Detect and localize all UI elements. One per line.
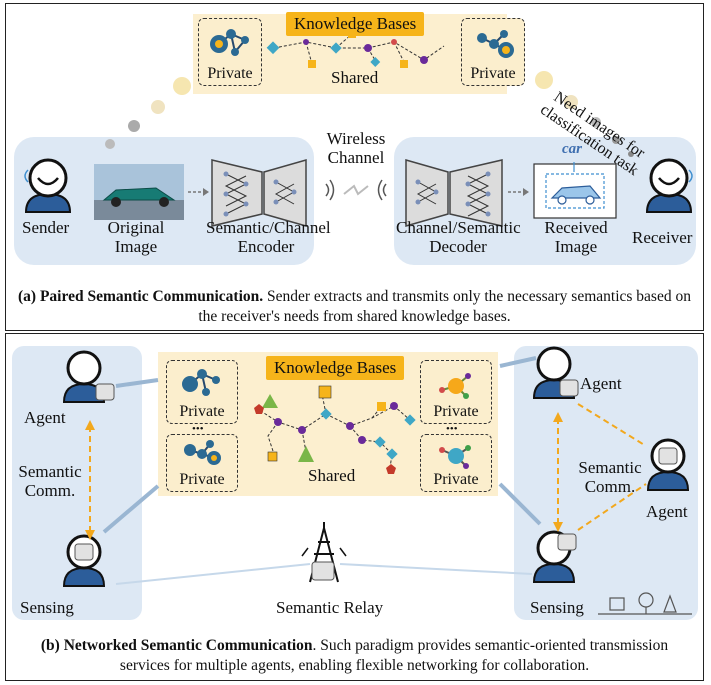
shared-graph	[255, 393, 411, 469]
agent-icon	[646, 438, 690, 491]
knowledge-flow-dots	[105, 71, 634, 157]
encoder-label: Semantic/Channel Encoder	[206, 218, 331, 256]
sensing-scene-icons	[598, 592, 692, 615]
sensing-label-right: Sensing	[530, 598, 584, 617]
network-icon	[184, 440, 221, 465]
wireless-channel-label: Wireless Channel	[326, 129, 386, 167]
receiver-label: Receiver	[632, 228, 693, 247]
semantic-comm-label-right: Semantic Comm.	[578, 458, 642, 496]
semantic-comm-arrows	[557, 403, 647, 531]
kb-link-arrows	[102, 356, 542, 534]
semantic-relay-label: Semantic Relay	[276, 598, 384, 617]
agent-icon	[532, 346, 579, 399]
semantic-comm-label-left: Semantic Comm.	[18, 462, 82, 500]
panel-a-graphics	[24, 29, 693, 227]
person-icon	[645, 158, 693, 213]
agent-label-left: Agent	[24, 408, 66, 427]
network-icon	[182, 369, 220, 396]
shared-kb-label: Shared	[331, 68, 379, 87]
private-kb-top-left: Private	[166, 360, 238, 424]
shared-graph	[273, 33, 445, 65]
caption-b: (b) Networked Semantic Communication. Su…	[40, 637, 669, 674]
detected-class-label: car	[562, 141, 582, 157]
encoder-icon	[211, 159, 307, 227]
agent-label-right-mid: Agent	[646, 502, 688, 521]
network-icon	[439, 373, 471, 399]
sensing-agent-icon	[62, 534, 106, 587]
shared-kb-label: Shared	[308, 466, 356, 485]
private-kb-bottom-left: Private	[166, 434, 238, 492]
kb-title: Knowledge Bases	[266, 356, 405, 380]
panel-b: Knowledge Bases Private Private Private …	[5, 333, 704, 681]
original-image-label: Original Image	[107, 218, 165, 256]
received-image-label: Received Image	[544, 218, 608, 256]
ellipsis-left: •••	[192, 423, 204, 435]
panel-b-graphics	[62, 346, 692, 615]
agent-label-right-top: Agent	[580, 374, 622, 393]
person-icon	[24, 158, 72, 213]
sender-label: Sender	[22, 218, 70, 237]
sensing-label-left: Sensing	[20, 598, 74, 617]
private-kb-right: Private	[461, 18, 525, 86]
received-image	[533, 162, 617, 219]
network-icon	[477, 30, 514, 58]
decoder-icon	[405, 159, 503, 227]
original-image	[94, 164, 184, 220]
network-icon	[439, 445, 471, 469]
sensing-agent-icon	[532, 530, 577, 583]
wireless-signal-icon	[325, 179, 387, 201]
network-icon	[210, 29, 249, 56]
panel-a: Knowledge Bases Private Private Shared	[5, 3, 704, 331]
decoder-label: Channel/Semantic Decoder	[396, 218, 521, 256]
caption-a: (a) Paired Semantic Communication. Sende…	[18, 288, 691, 325]
kb-title: Knowledge Bases	[286, 12, 425, 36]
agent-icon	[62, 350, 115, 403]
ellipsis-right: •••	[446, 423, 458, 435]
